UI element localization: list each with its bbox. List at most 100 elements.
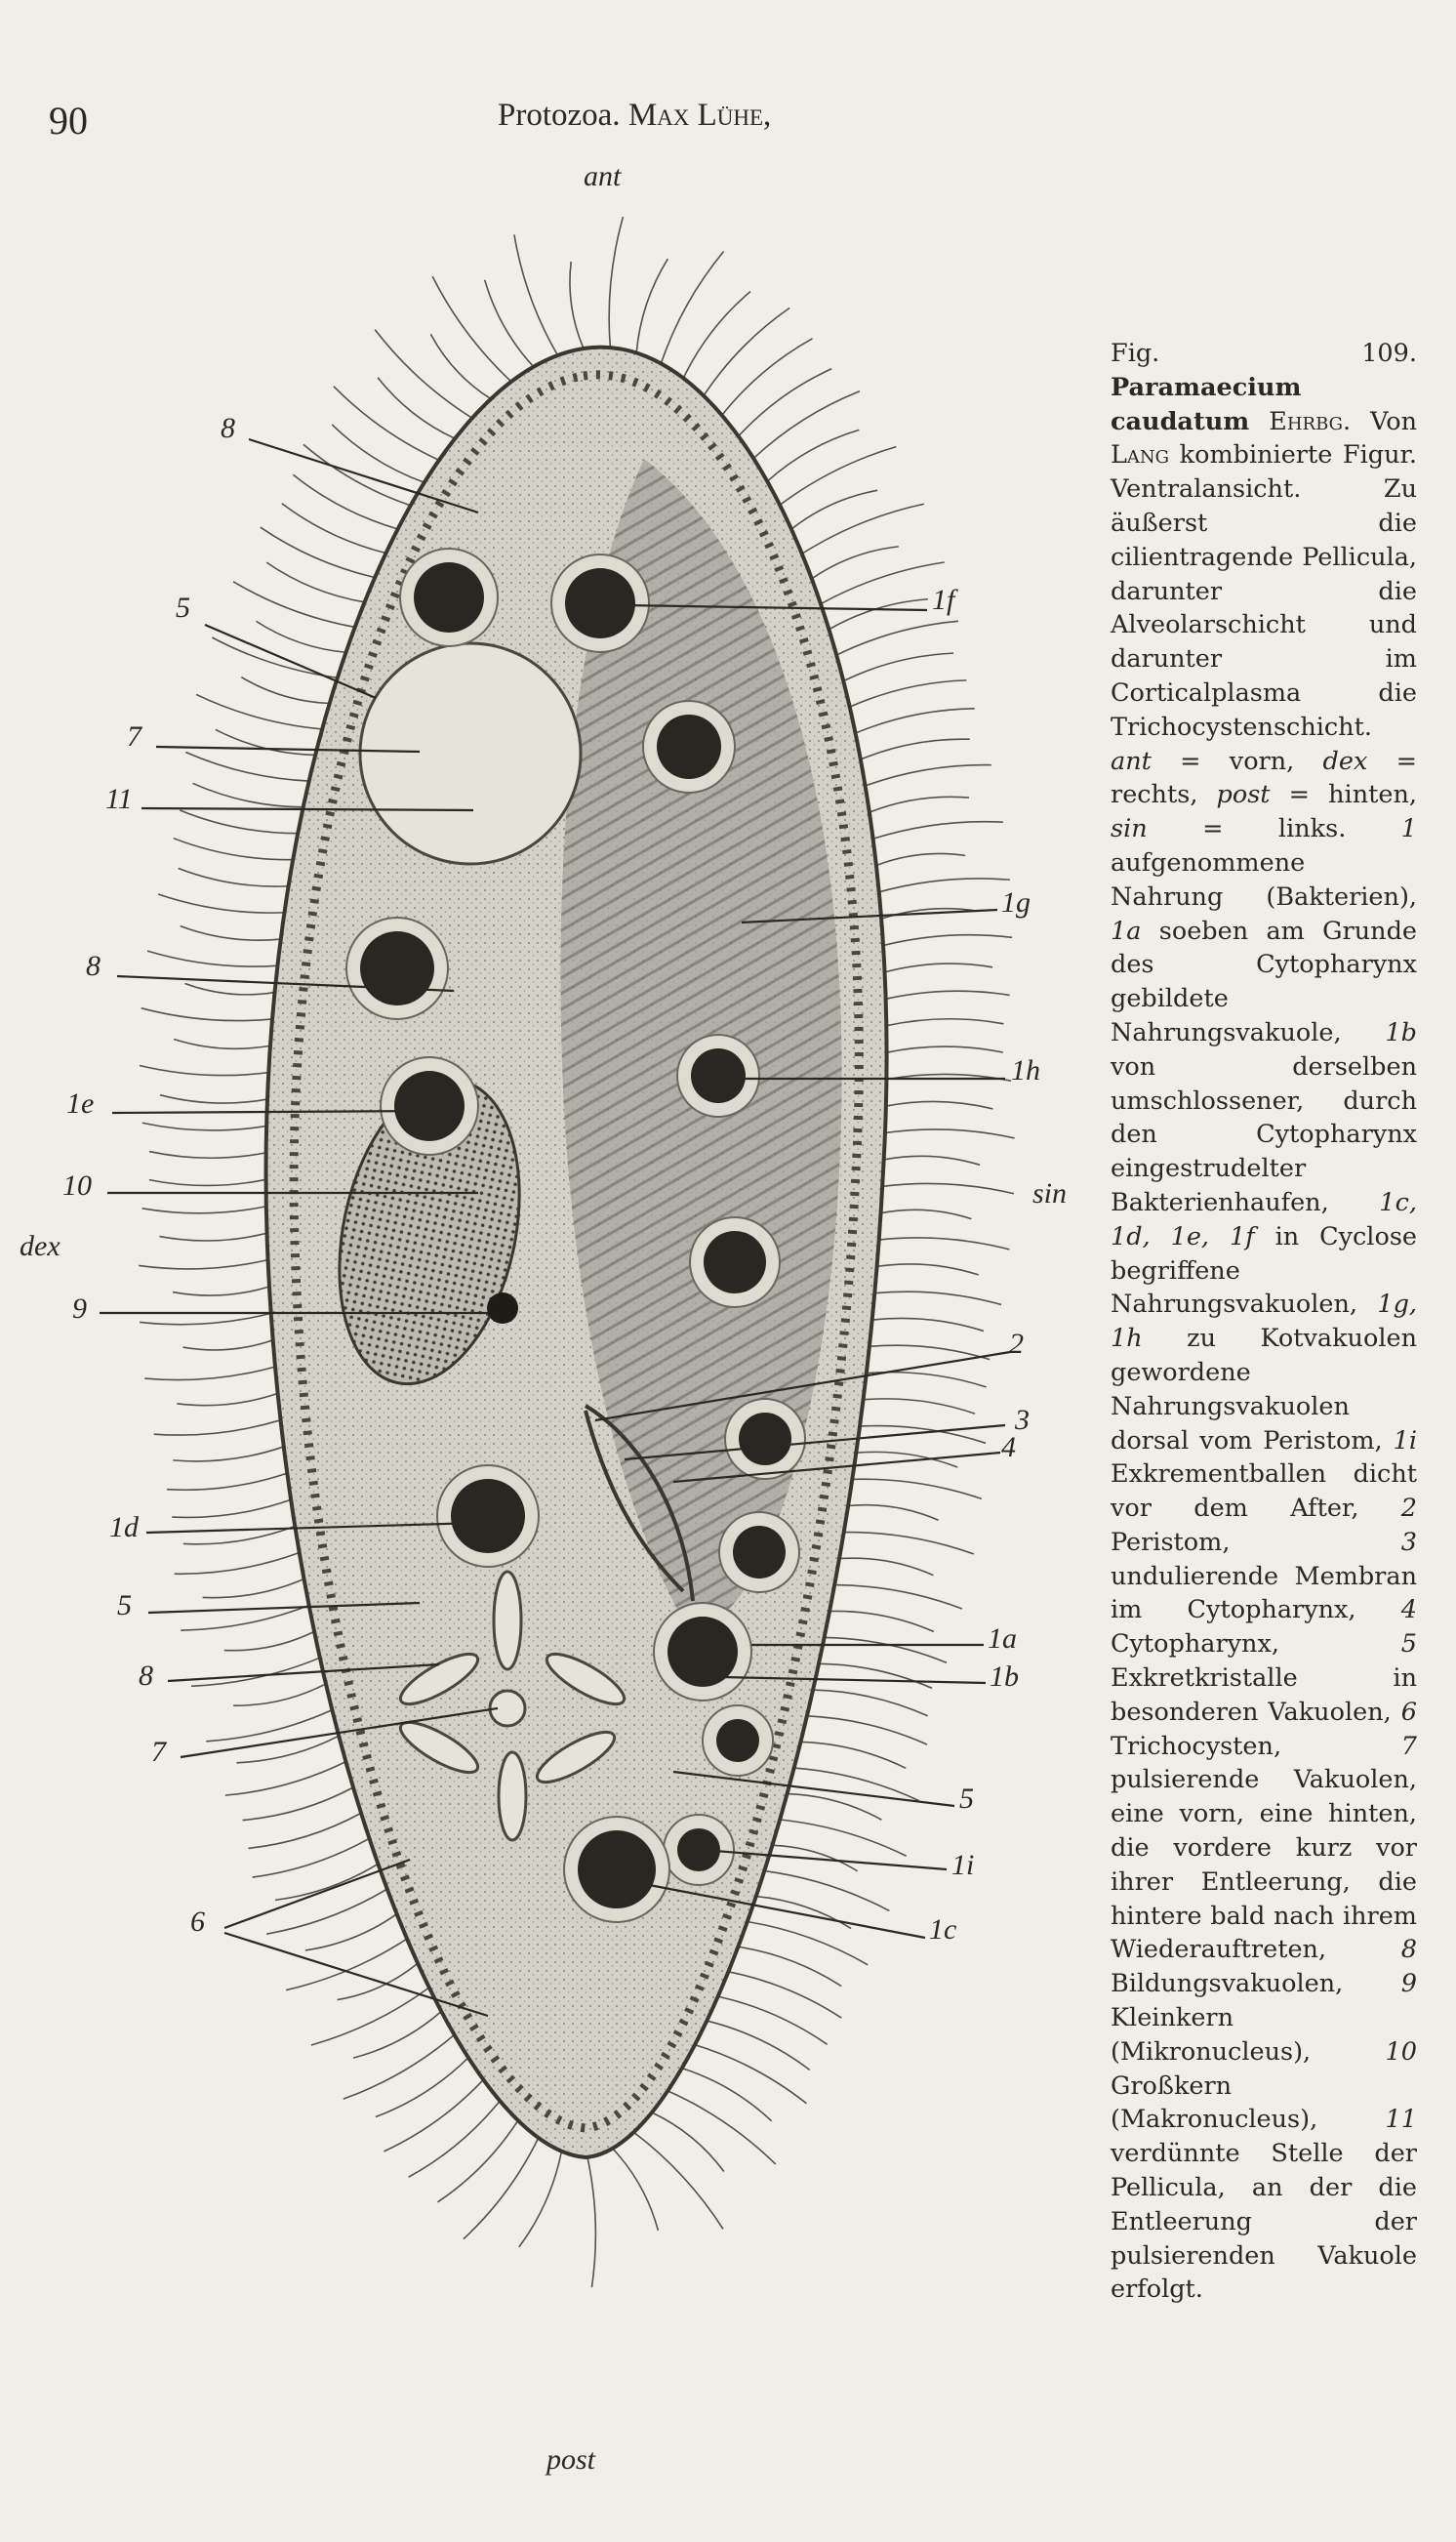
- caption-text: = vorn,: [1151, 746, 1323, 776]
- cilium: [463, 2137, 540, 2240]
- label-9: 9: [72, 1292, 87, 1325]
- cilium: [178, 867, 289, 887]
- cilium: [223, 1630, 315, 1652]
- cilium: [820, 561, 945, 605]
- cilium: [431, 275, 512, 383]
- cilium: [834, 1583, 963, 1610]
- cilium: [374, 329, 473, 419]
- label-10: 10: [62, 1169, 92, 1202]
- cilium: [184, 982, 275, 996]
- cilium: [779, 445, 897, 506]
- caption-text: Großkern (Makronucleus),: [1111, 2070, 1386, 2135]
- caption-key: sin: [1111, 814, 1148, 844]
- label-ant: ant: [584, 160, 622, 192]
- cilium: [608, 216, 625, 348]
- food-vacuole: [739, 1413, 791, 1465]
- food-vacuole: [451, 1479, 525, 1553]
- cilium: [148, 1150, 266, 1160]
- cilium: [352, 2010, 442, 2059]
- caption-fig-number: Fig. 109.: [1111, 339, 1417, 368]
- cilium: [875, 852, 966, 867]
- caption-text: = rechts,: [1111, 746, 1417, 810]
- cilium: [172, 1286, 270, 1296]
- cilium: [252, 1837, 370, 1878]
- cilium: [157, 893, 285, 914]
- food-vacuole: [578, 1830, 656, 1908]
- cilium: [872, 820, 1003, 840]
- cilium: [694, 2043, 807, 2105]
- cilium: [842, 652, 954, 682]
- cilium: [182, 1525, 296, 1545]
- label-5: 5: [176, 592, 190, 624]
- cilium: [871, 1317, 985, 1332]
- caption-text: von derselben umschlossener, durch den C…: [1111, 1051, 1417, 1217]
- caption-key: 1g, 1h: [1111, 1290, 1417, 1354]
- caption-key: 11: [1385, 2105, 1417, 2135]
- cilium: [738, 368, 832, 437]
- cilium: [882, 933, 1013, 947]
- cilium: [240, 676, 330, 705]
- cilium: [256, 620, 346, 654]
- food-vacuole: [691, 1048, 746, 1103]
- cilium: [738, 1946, 842, 1988]
- caption-key: 7: [1400, 1731, 1417, 1761]
- label-1e: 1e: [66, 1087, 95, 1120]
- cilium: [787, 1792, 882, 1821]
- cilium: [180, 809, 299, 835]
- cilium: [707, 2020, 811, 2070]
- cilium: [882, 1182, 1015, 1195]
- cilium: [174, 1551, 301, 1576]
- cilium: [801, 503, 924, 554]
- cilium: [793, 1767, 919, 1802]
- label-5: 5: [959, 1783, 974, 1815]
- caption-key: 1b: [1385, 1017, 1417, 1047]
- food-vacuole: [657, 715, 721, 779]
- cilium: [755, 1895, 852, 1930]
- cilium: [153, 1418, 281, 1436]
- caption-text: Bildungsvakuolen,: [1111, 1969, 1401, 1999]
- cilium: [184, 751, 309, 782]
- caption-key: 2: [1400, 1494, 1417, 1524]
- cilium: [192, 782, 303, 808]
- label-1c: 1c: [929, 1913, 957, 1946]
- cilium: [876, 1263, 979, 1276]
- cilium: [852, 1478, 983, 1500]
- cilium: [884, 1128, 1015, 1139]
- label-4: 4: [1001, 1431, 1016, 1463]
- cilium: [818, 1662, 933, 1690]
- cilium: [232, 581, 355, 629]
- cilium: [144, 1366, 276, 1381]
- cilium: [202, 1578, 304, 1599]
- cilium: [865, 763, 991, 787]
- cilium: [878, 878, 1011, 893]
- cilium: [828, 597, 928, 631]
- cilium: [260, 526, 376, 579]
- cilium: [772, 1844, 859, 1872]
- cilium: [824, 1636, 948, 1663]
- leader-lines: [100, 437, 1011, 2018]
- cilium: [721, 338, 813, 416]
- caption-key: post: [1216, 780, 1271, 810]
- cilium: [166, 1472, 288, 1492]
- cilium: [310, 1987, 430, 2046]
- cilium: [233, 1683, 327, 1706]
- label-sin: sin: [1032, 1177, 1068, 1210]
- cilium: [408, 2100, 501, 2178]
- caption-text: Trichocysten,: [1111, 1731, 1401, 1761]
- cilium: [682, 291, 751, 379]
- cilium: [140, 1312, 271, 1326]
- label-1d: 1d: [109, 1511, 139, 1543]
- caption-text: pulsierende Vakuolen, eine vorn, eine hi…: [1111, 1765, 1417, 1965]
- cilium: [856, 1451, 958, 1468]
- cilium: [333, 386, 440, 462]
- cilium: [384, 2078, 484, 2152]
- cilium: [632, 2131, 724, 2230]
- page-number: 90: [49, 99, 88, 143]
- cilium: [159, 1232, 267, 1242]
- cilium: [667, 2090, 777, 2165]
- label-post: post: [546, 2443, 596, 2476]
- cilium: [855, 707, 975, 734]
- cilium: [281, 503, 386, 554]
- food-vacuole: [414, 562, 484, 633]
- caption-text: Kleinkern (Mikronucleus),: [1111, 2003, 1386, 2067]
